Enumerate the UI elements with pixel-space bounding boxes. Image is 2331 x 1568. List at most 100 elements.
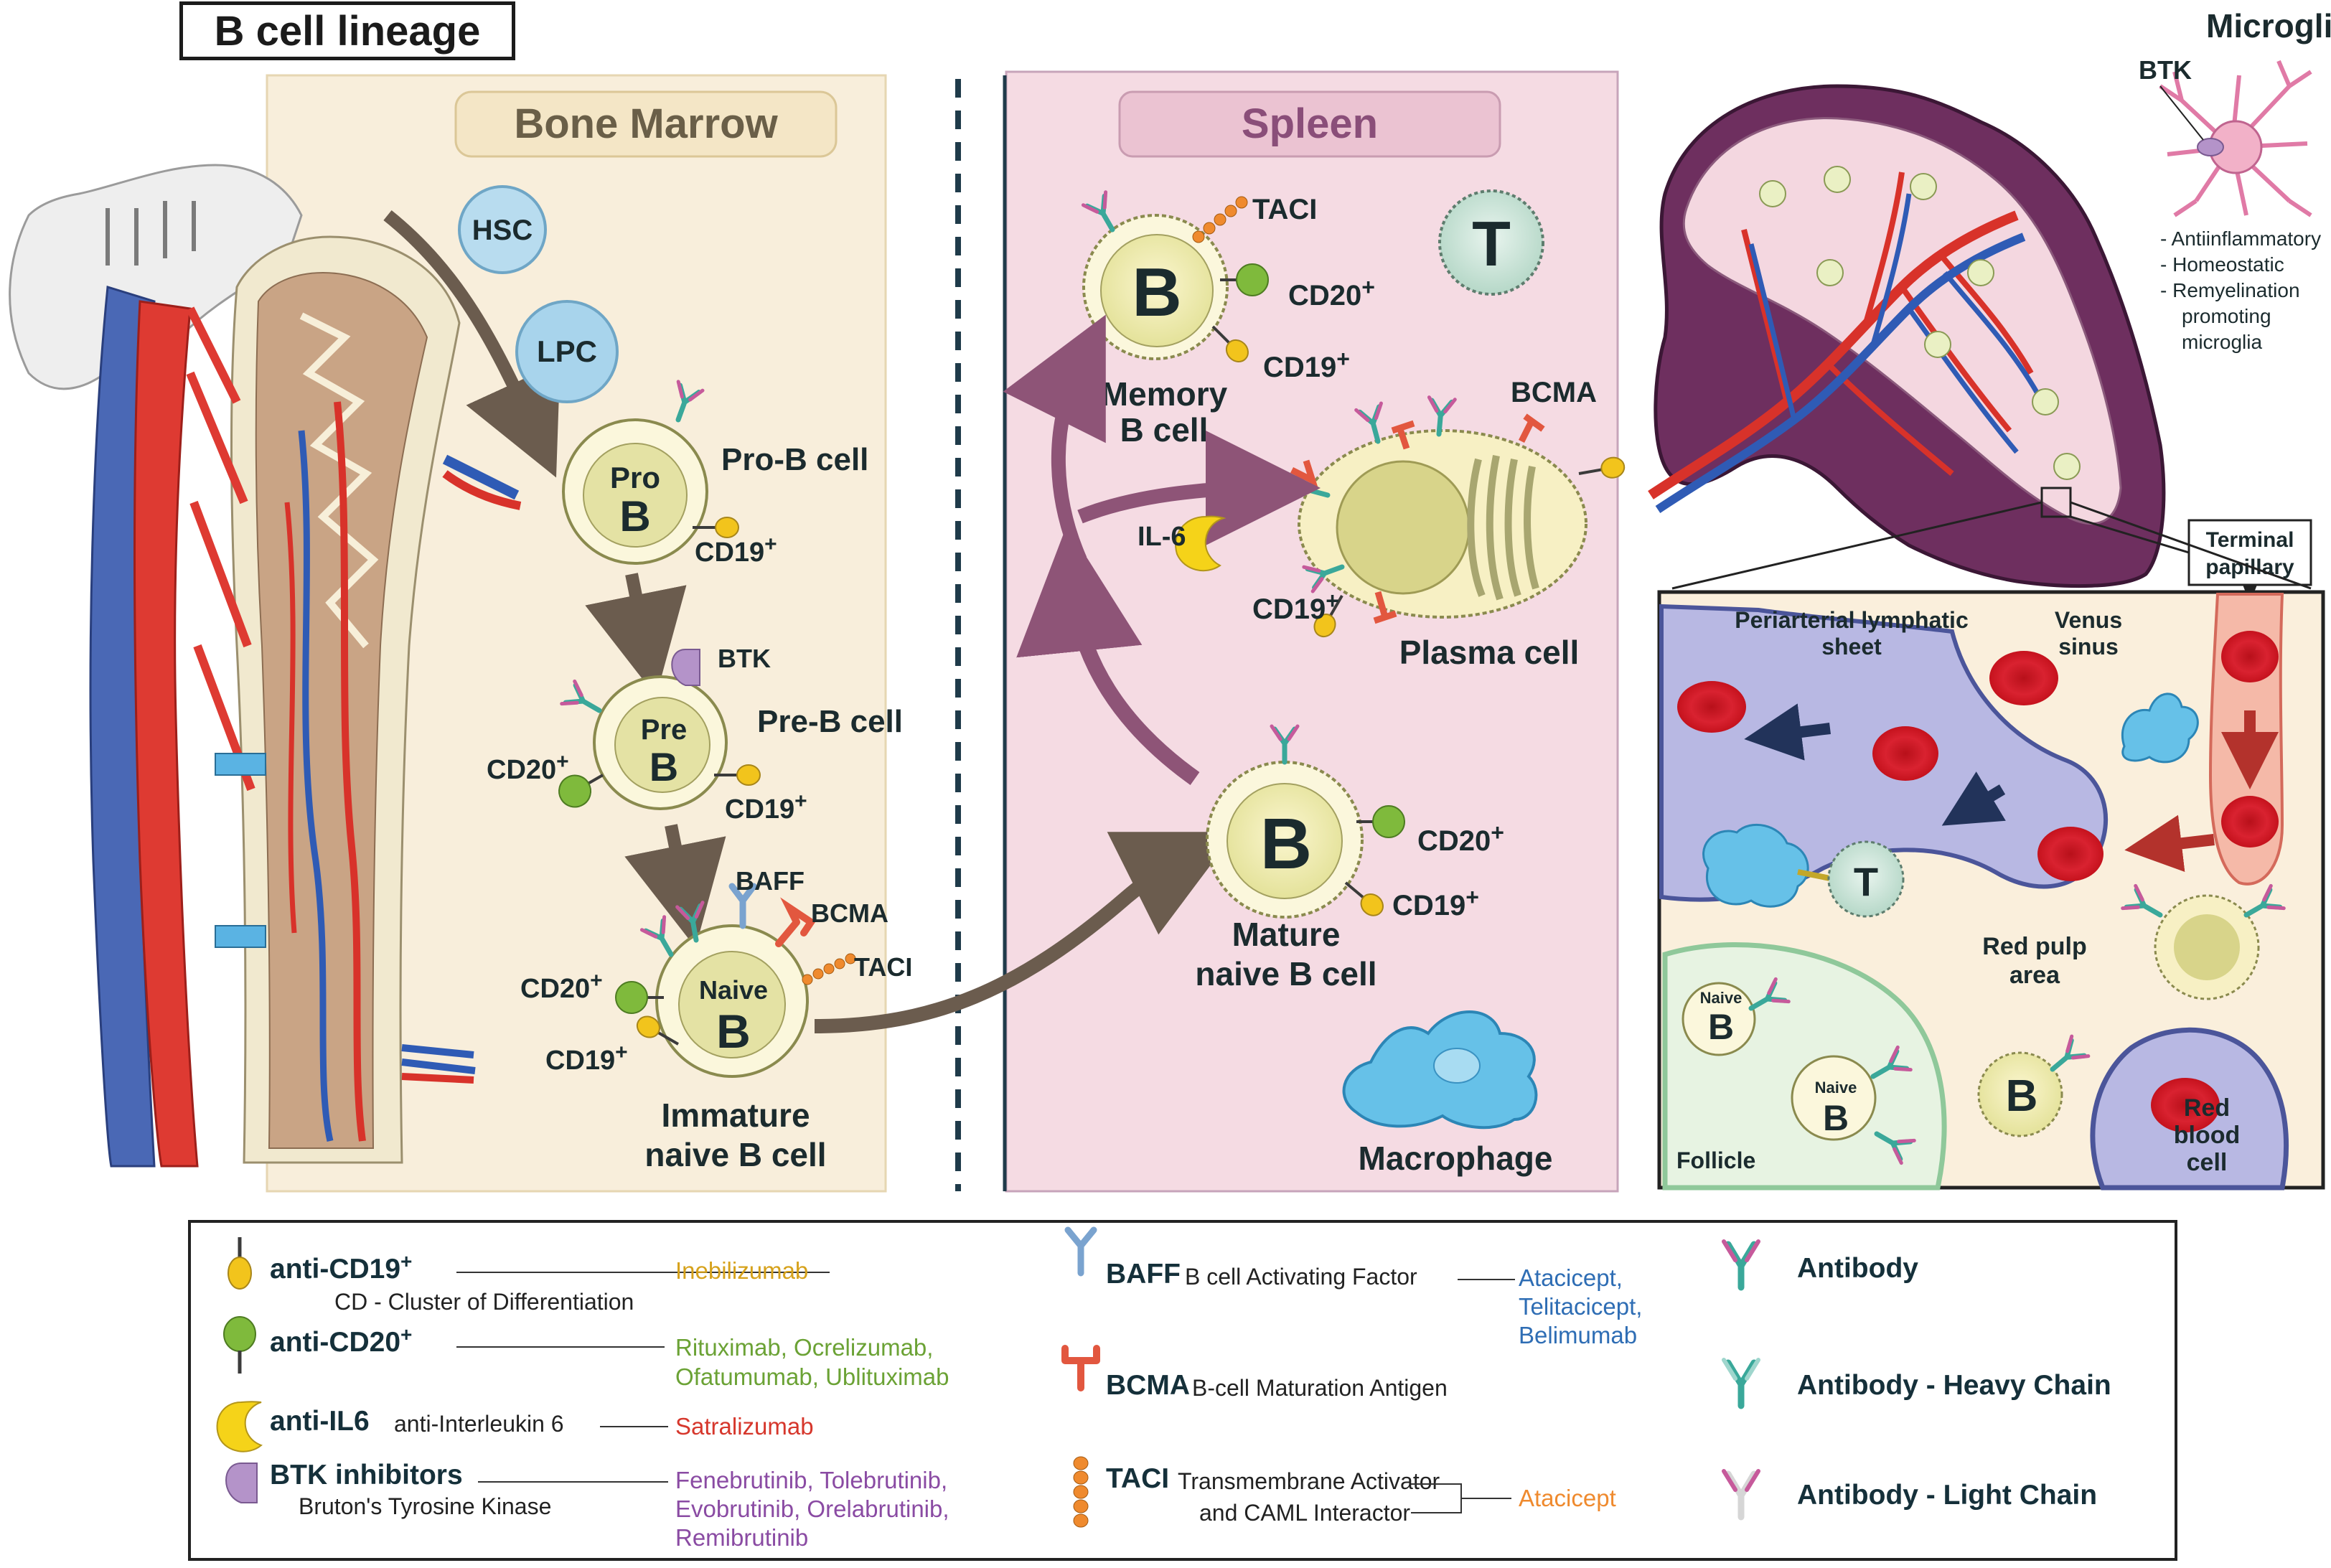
legend-cd19-head: anti-CD19+ xyxy=(270,1250,413,1285)
pre-b-inner: Pre xyxy=(641,714,688,746)
legend-il6-head: anti-IL6 xyxy=(270,1406,370,1437)
legend-baff-drug-2: Telitacicept, xyxy=(1519,1293,1643,1320)
pals-label-2: sheet xyxy=(1821,634,1882,659)
microglia-item-2: - Homeostatic xyxy=(2160,253,2284,276)
red-pulp-label-2: area xyxy=(2009,962,2060,989)
memory-cd20: CD20+ xyxy=(1288,274,1375,311)
legend-btk-head: BTK inhibitors xyxy=(270,1460,463,1490)
plasma-cd19: CD19+ xyxy=(1252,588,1339,625)
mature-label-2: naive B cell xyxy=(1195,955,1376,992)
legend-bcma-sub: B-cell Maturation Antigen xyxy=(1192,1375,1448,1401)
lpc-label: LPC xyxy=(537,334,597,368)
legend-panel: anti-CD19+ Inebilizumab CD - Cluster of … xyxy=(188,1220,2177,1561)
rbc-label-3: cell xyxy=(2187,1149,2228,1176)
immature-label-2: naive B cell xyxy=(644,1136,826,1173)
red-pulp-label-1: Red pulp xyxy=(1982,933,2086,960)
memory-label-1: Memory xyxy=(1101,375,1228,413)
pre-b-btk: BTK xyxy=(718,644,771,673)
immature-letter: B xyxy=(716,1005,751,1058)
legend-cd20-line xyxy=(456,1346,665,1348)
legend-il6-drug: Satralizumab xyxy=(675,1413,814,1440)
pre-b-letter: B xyxy=(649,744,678,789)
mature-naive-b-cell: B xyxy=(1206,726,1405,921)
legend-il6-icon xyxy=(216,1401,263,1452)
legend-taci-bracket xyxy=(1411,1483,1511,1513)
legend-il6-sub: anti-Interleukin 6 xyxy=(394,1411,564,1437)
rbc-label-1: Red xyxy=(2184,1094,2230,1122)
microglia-item-4: promoting xyxy=(2182,305,2271,327)
plasma-label: Plasma cell xyxy=(1399,634,1580,671)
immature-cd19: CD19+ xyxy=(545,1041,628,1076)
mature-letter: B xyxy=(1260,804,1312,884)
inset-mature-letter: B xyxy=(2006,1071,2038,1121)
macrophage-label: Macrophage xyxy=(1359,1140,1553,1177)
legend-taci-drug: Atacicept xyxy=(1519,1485,1616,1511)
microglia-item-1: - Antiinflammatory xyxy=(2160,227,2321,250)
memory-label-2: B cell xyxy=(1120,411,1209,449)
mature-label-1: Mature xyxy=(1232,916,1341,953)
plasma-bcma: BCMA xyxy=(1511,377,1597,408)
immature-inner: Naive xyxy=(699,975,768,1005)
spleen-header xyxy=(1118,90,1501,158)
inset-naive-1-inner: Naive xyxy=(1700,989,1743,1007)
microglia-item-5: microglia xyxy=(2182,331,2262,353)
pro-b-cd19: CD19+ xyxy=(695,532,777,568)
rbc-label-2: blood xyxy=(2174,1122,2241,1149)
legend-cd20-drug-1: Rituximab, Ocrelizumab, xyxy=(675,1334,934,1361)
legend-taci-sub-2: and CAML Interactor xyxy=(1199,1500,1411,1526)
immature-label-1: Immature xyxy=(661,1097,810,1134)
hsc-cell: HSC xyxy=(458,185,547,274)
legend-btk-drug-3: Remibrutinib xyxy=(675,1524,809,1551)
spleen-inset xyxy=(1657,590,2325,1191)
legend-baff-drug-1: Atacicept, xyxy=(1519,1264,1623,1291)
legend-taci-head: TACI xyxy=(1106,1463,1170,1494)
legend-btk-drug-2: Evobrutinib, Orelabrutinib, xyxy=(675,1496,949,1522)
legend-baff-line xyxy=(1458,1279,1515,1280)
legend-taci-icon xyxy=(1073,1456,1089,1528)
legend-cd20-head: anti-CD20+ xyxy=(270,1323,413,1358)
mature-cd20: CD20+ xyxy=(1417,820,1504,857)
legend-light-chain-icon xyxy=(1722,1469,1760,1521)
immature-taci: TACI xyxy=(854,952,912,982)
legend-cd19-icon xyxy=(228,1237,252,1290)
legend-baff-head: BAFF xyxy=(1106,1259,1181,1290)
pre-b-cd20: CD20+ xyxy=(487,750,569,785)
pro-b-letter: B xyxy=(619,492,650,540)
legend-bcma-head: BCMA xyxy=(1106,1370,1190,1401)
bone-marrow-header xyxy=(454,90,838,158)
microglia-title: Microglia xyxy=(2206,7,2331,44)
hsc-label: HSC xyxy=(472,215,533,246)
immature-cd20: CD20+ xyxy=(520,969,603,1004)
mature-cd19: CD19+ xyxy=(1392,884,1479,921)
inset-t-letter: T xyxy=(1854,859,1878,904)
spleen-title: Spleen xyxy=(1242,100,1378,147)
legend-cd19-line xyxy=(456,1272,830,1273)
legend-antibody-heavy: Antibody - Heavy Chain xyxy=(1797,1370,2111,1401)
pre-b-label: Pre-B cell xyxy=(757,704,903,739)
macrophage xyxy=(1342,1010,1538,1130)
pre-b-cell: Pre B xyxy=(558,649,761,810)
pro-b-label: Pro-B cell xyxy=(721,442,868,477)
t-cell: T xyxy=(1438,189,1544,296)
inset-naive-2-letter: B xyxy=(1823,1098,1849,1138)
venus-sinus-label-2: sinus xyxy=(2058,634,2119,659)
memory-b-cell: B xyxy=(1083,192,1269,366)
microglia-btk: BTK xyxy=(2139,55,2192,85)
legend-btk-sub: Bruton's Tyrosine Kinase xyxy=(299,1493,552,1519)
arrow-mature-to-up xyxy=(1016,525,1200,785)
memory-taci: TACI xyxy=(1252,194,1317,225)
il6-label: IL-6 xyxy=(1138,522,1186,552)
arrow-hsc-to-prob xyxy=(383,210,561,478)
legend-baff-drug-3: Belimumab xyxy=(1519,1322,1638,1348)
il6-icon xyxy=(1175,515,1227,572)
legend-cd20-icon xyxy=(223,1316,256,1374)
pals-label-1: Periarterial lymphatic xyxy=(1735,607,1968,633)
memory-letter: B xyxy=(1132,254,1181,331)
legend-taci-sub-1: Transmembrane Activator xyxy=(1178,1468,1440,1494)
pre-b-cd19: CD19+ xyxy=(725,789,807,825)
follicle-label: Follicle xyxy=(1676,1147,1755,1173)
legend-antibody: Antibody xyxy=(1797,1253,1918,1284)
legend-heavy-chain-icon xyxy=(1722,1358,1760,1409)
bone-marrow-title: Bone Marrow xyxy=(514,100,778,147)
